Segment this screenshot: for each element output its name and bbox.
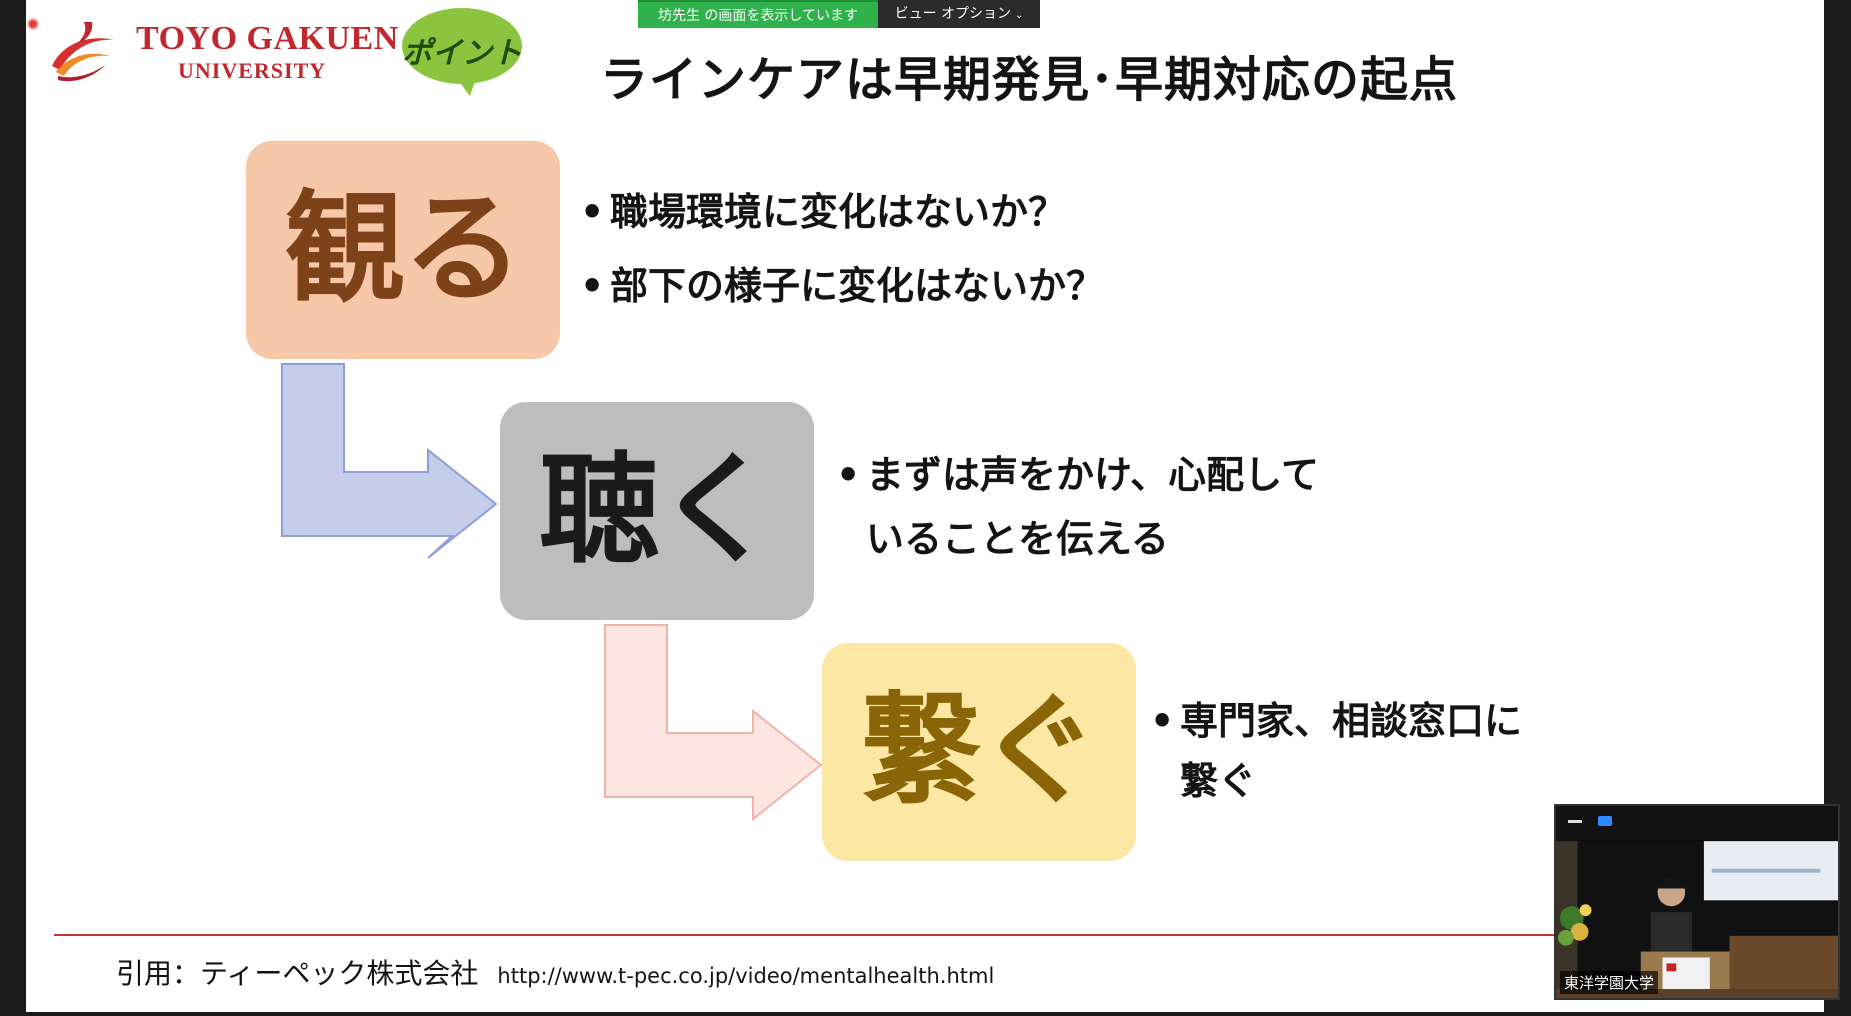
step-box-miru: 観る xyxy=(246,141,560,359)
logo-text-line2: UNIVERSITY xyxy=(178,58,327,83)
bullet-text: 職場環境に変化はないか？ xyxy=(610,190,1067,234)
share-status-text: 坊先生 の画面を表示しています xyxy=(638,0,878,28)
university-logo: TOYO GAKUEN UNIVERSITY xyxy=(44,14,398,84)
flow-arrow-icon xyxy=(281,363,498,559)
bullet-icon: • xyxy=(580,264,605,308)
citation-label: 引用：ティーペック株式会社 xyxy=(116,957,479,990)
bullet-icon: • xyxy=(580,190,605,234)
bullet-icon: • xyxy=(836,453,861,497)
point-badge-label: ポイント xyxy=(402,36,522,71)
logo-swoosh-icon xyxy=(52,22,114,82)
step-box-tsunagu: 繋ぐ xyxy=(822,643,1136,861)
bullet-item: •部下の様子に変化はないか？ xyxy=(580,249,1104,323)
bullet-item: •まずは声をかけ、心配して xyxy=(836,443,1319,507)
participant-video-thumbnail[interactable]: 東洋学園大学 xyxy=(1554,804,1840,1000)
logo-text-line1: TOYO GAKUEN xyxy=(136,20,399,57)
citation-url: http://www.t-pec.co.jp/video/mentalhealt… xyxy=(497,964,995,988)
step-label: 繋ぐ xyxy=(861,682,1099,821)
speech-bubble-icon xyxy=(402,8,522,96)
video-view-icon[interactable] xyxy=(1598,816,1612,826)
bullet-item: •専門家、相談窓口に xyxy=(1150,691,1522,751)
bullet-text: 部下の様子に変化はないか？ xyxy=(610,264,1105,308)
step-label: 観る xyxy=(285,180,523,319)
citation: 引用：ティーペック株式会社 http://www.t-pec.co.jp/vid… xyxy=(116,952,994,992)
view-options-label: ビュー オプション xyxy=(894,6,1012,22)
bullet-icon: • xyxy=(1150,699,1175,743)
view-options-button[interactable]: ビュー オプション⌄ xyxy=(878,0,1040,28)
bullet-text: まずは声をかけ、心配して xyxy=(866,453,1319,497)
screen-share-banner: 坊先生 の画面を表示しています ビュー オプション⌄ xyxy=(638,0,1040,28)
video-feed xyxy=(1556,841,1838,998)
point-badge: ポイント xyxy=(400,6,530,96)
video-toolbar xyxy=(1556,806,1838,840)
record-indicator-icon xyxy=(27,18,39,30)
bullet-item: •職場環境に変化はないか？ xyxy=(580,175,1104,249)
chevron-down-icon: ⌄ xyxy=(1015,10,1024,21)
bullet-list-tsunagu: •専門家、相談窓口に 繋ぐ xyxy=(1150,691,1522,811)
footer-divider xyxy=(54,934,1584,936)
participant-name: 東洋学園大学 xyxy=(1560,971,1659,994)
flow-arrow-icon xyxy=(604,624,823,822)
step-label: 聴く xyxy=(539,441,777,580)
slide-title: ラインケアは早期発見･早期対応の起点 xyxy=(600,52,1459,108)
shared-slide: TOYO GAKUEN UNIVERSITY ポイント ラインケアは早期発見･早… xyxy=(26,0,1824,1012)
bullet-list-kiku: •まずは声をかけ、心配して いることを伝える xyxy=(836,443,1319,571)
minimize-icon[interactable] xyxy=(1568,820,1582,823)
bullet-list-miru: •職場環境に変化はないか？ •部下の様子に変化はないか？ xyxy=(580,175,1104,323)
step-box-kiku: 聴く xyxy=(500,402,814,620)
bullet-continuation: いることを伝える xyxy=(866,517,1169,561)
bullet-continuation: 繋ぐ xyxy=(1180,759,1257,803)
bullet-text: 専門家、相談窓口に xyxy=(1180,699,1523,743)
